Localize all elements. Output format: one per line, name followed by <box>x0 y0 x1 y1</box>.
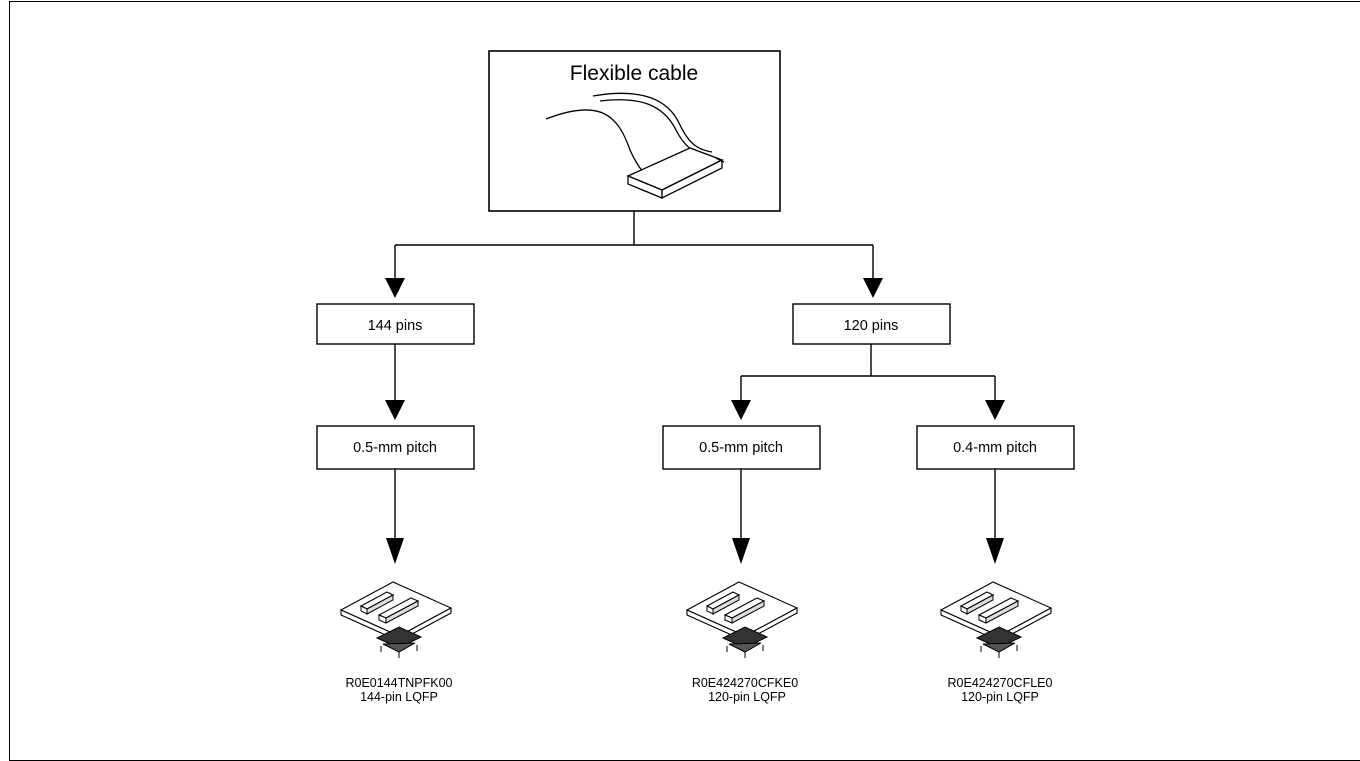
adapter-board-icon <box>340 581 452 659</box>
bottom-connectors <box>394 469 996 538</box>
product-3-part-number: R0E424270CFLE0 <box>948 676 1053 690</box>
product-2-part-number: R0E424270CFKE0 <box>692 676 798 690</box>
pins-120-box <box>792 303 951 345</box>
adapter-board-icon <box>940 581 1052 659</box>
top-connectors <box>394 211 874 278</box>
adapter-board-icon <box>686 581 798 659</box>
arrow-to-pitch-120-04 <box>985 400 1005 420</box>
pins-144-label: 144 pins <box>368 318 423 334</box>
pitch-label-144: 0.5-mm pitch <box>353 440 437 456</box>
pitch-box-144 <box>316 425 475 470</box>
cable-selection-diagram: Flexible cable 144 pins 120 pins 0.5-mm … <box>316 50 1075 704</box>
arrow-to-product-1 <box>386 538 404 564</box>
product-3-package: 120-pin LQFP <box>961 690 1039 704</box>
flexible-cable-icon <box>545 92 725 200</box>
pitch-box-120-05 <box>662 425 821 470</box>
arrow-to-product-2 <box>732 538 750 564</box>
pitch-label-120-05: 0.5-mm pitch <box>699 440 783 456</box>
arrow-to-pitch-144 <box>385 400 405 420</box>
pins-120-label: 120 pins <box>844 318 899 334</box>
arrow-to-144-pins <box>385 278 405 298</box>
flexible-cable-title: Flexible cable <box>570 62 698 85</box>
arrow-to-pitch-120-05 <box>731 400 751 420</box>
arrow-to-product-3 <box>986 538 1004 564</box>
mid-connectors <box>394 344 996 400</box>
arrow-to-120-pins <box>863 278 883 298</box>
product-1-package: 144-pin LQFP <box>360 690 438 704</box>
product-2-package: 120-pin LQFP <box>708 690 786 704</box>
pitch-label-120-04: 0.4-mm pitch <box>953 440 1037 456</box>
pins-144-box <box>316 303 475 345</box>
product-1-part-number: R0E0144TNPFK00 <box>345 676 452 690</box>
